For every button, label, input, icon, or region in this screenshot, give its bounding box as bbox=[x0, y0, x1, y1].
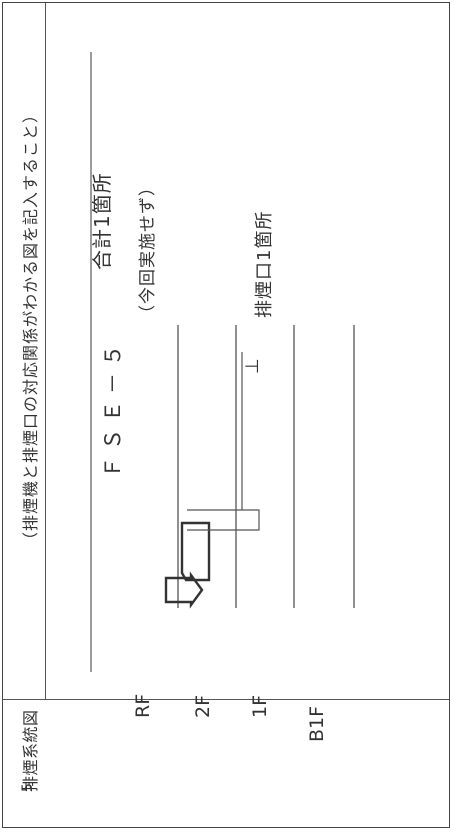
header-column-divider bbox=[45, 3, 46, 699]
smoke-outlet-label: 排煙口1箇所 bbox=[254, 210, 275, 318]
unit-id: ＦＳＥ－５ bbox=[101, 338, 125, 478]
floor-label-rf: RF bbox=[132, 693, 154, 718]
row-divider bbox=[3, 699, 449, 700]
total-count: 合計1箇所 bbox=[90, 172, 114, 270]
floor-label-2f: 2F bbox=[192, 694, 214, 718]
form-frame bbox=[2, 2, 450, 828]
exhaust-duct bbox=[187, 509, 260, 531]
exhaust-direction-arrow bbox=[164, 571, 204, 609]
smoke-exhaust-fan bbox=[180, 521, 211, 582]
smoke-outlet-icon: ⊥ bbox=[242, 358, 263, 374]
floor-label-1f: 1F bbox=[249, 694, 271, 718]
floor-label-b1f: B1F bbox=[306, 705, 328, 742]
not-done-note: （今回実施せず） bbox=[138, 178, 158, 322]
